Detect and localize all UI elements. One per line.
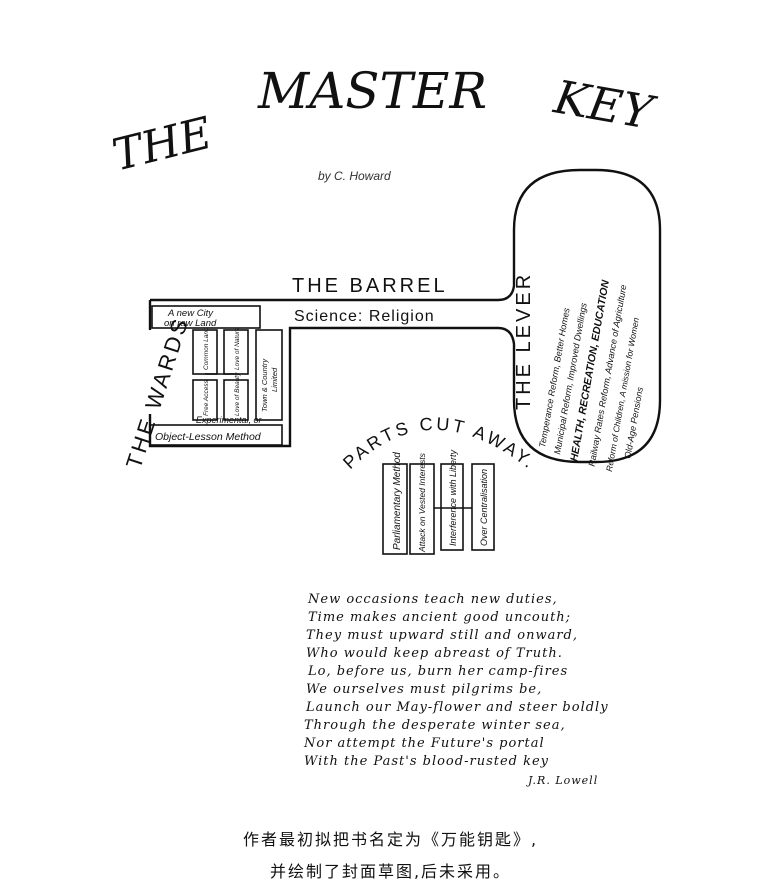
ward-object-lesson: Object-Lesson Method [155, 431, 262, 443]
label-parts-cut-away: PARTS CUT AWAY. [339, 414, 540, 474]
cut-away-bits: Parliamentary Method Attack on Vested In… [382, 449, 495, 555]
poem-line-1: New occasions teach new duties, [308, 592, 558, 607]
caption-line-2: 并绘制了封面草图,后未采用。 [269, 862, 512, 881]
ward-free-access-box [192, 379, 218, 421]
caption-line-1: 作者最初拟把书名定为《万能钥匙》, [242, 830, 539, 849]
ward-experimental: Experimental, or [196, 415, 263, 425]
cut-centralisation-box [471, 463, 495, 551]
poem-line-6: We ourselves must pilgrims be, [306, 682, 543, 697]
poem-line-10: With the Past's blood-rusted key [304, 754, 550, 769]
ward-love-beauty: Love of Beauty [234, 372, 241, 416]
cut-attack: Attack on Vested Interests [417, 452, 427, 553]
poem-line-7: Launch our May-flower and steer boldly [306, 700, 609, 715]
ward-love-nature: Love of Nature [234, 327, 241, 370]
title-signature: by C. Howard [318, 169, 391, 183]
cut-interference-box [440, 463, 464, 551]
ward-object-lesson-box [149, 424, 283, 446]
cut-attack-box [409, 463, 435, 555]
ward-new-city: A new City [167, 308, 214, 319]
label-parts-cut-away-path: PARTS CUT AWAY. [339, 414, 537, 474]
label-barrel: THE BARREL [292, 275, 448, 297]
ward-town-country: Town & Country [260, 358, 269, 412]
cut-interference: Interference with Liberty [448, 449, 458, 546]
ward-love-beauty-box [223, 379, 249, 421]
title-the: THE [108, 108, 217, 182]
ward-raw-land: on raw Land [164, 318, 217, 329]
ward-limited: Limited [270, 367, 279, 392]
title-master: MASTER [257, 62, 487, 120]
label-science-religion: Science: Religion [294, 308, 435, 325]
cut-parliamentary-box [382, 463, 408, 555]
ward-free-access: Free Access [203, 379, 210, 416]
lever-content: Temperance Reform, Better Homes Municipa… [537, 279, 645, 472]
poem-line-8: Through the desperate winter sea, [304, 718, 566, 733]
poem-line-4: Who would keep abreast of Truth. [306, 646, 563, 661]
title-key: KEY [549, 69, 661, 140]
ward-common-land: Common Land [203, 327, 210, 370]
label-lever: THE LEVER [513, 272, 535, 410]
ward-town-country-box [255, 329, 283, 421]
poem-line-2: Time makes ancient good uncouth; [308, 610, 572, 625]
key-outline [148, 168, 662, 464]
poem-line-9: Nor attempt the Future's portal [304, 736, 545, 751]
poem-line-3: They must upward still and onward, [306, 628, 579, 643]
ward-new-city-box [151, 305, 261, 329]
cut-parliamentary: Parliamentary Method [392, 452, 403, 550]
poem-author: J.R. Lowell [528, 774, 599, 787]
poem-line-5: Lo, before us, burn her camp-fires [308, 664, 569, 679]
label-wards: THE WARDS [121, 313, 194, 471]
cut-centralisation: Over Centralisation [479, 469, 489, 546]
